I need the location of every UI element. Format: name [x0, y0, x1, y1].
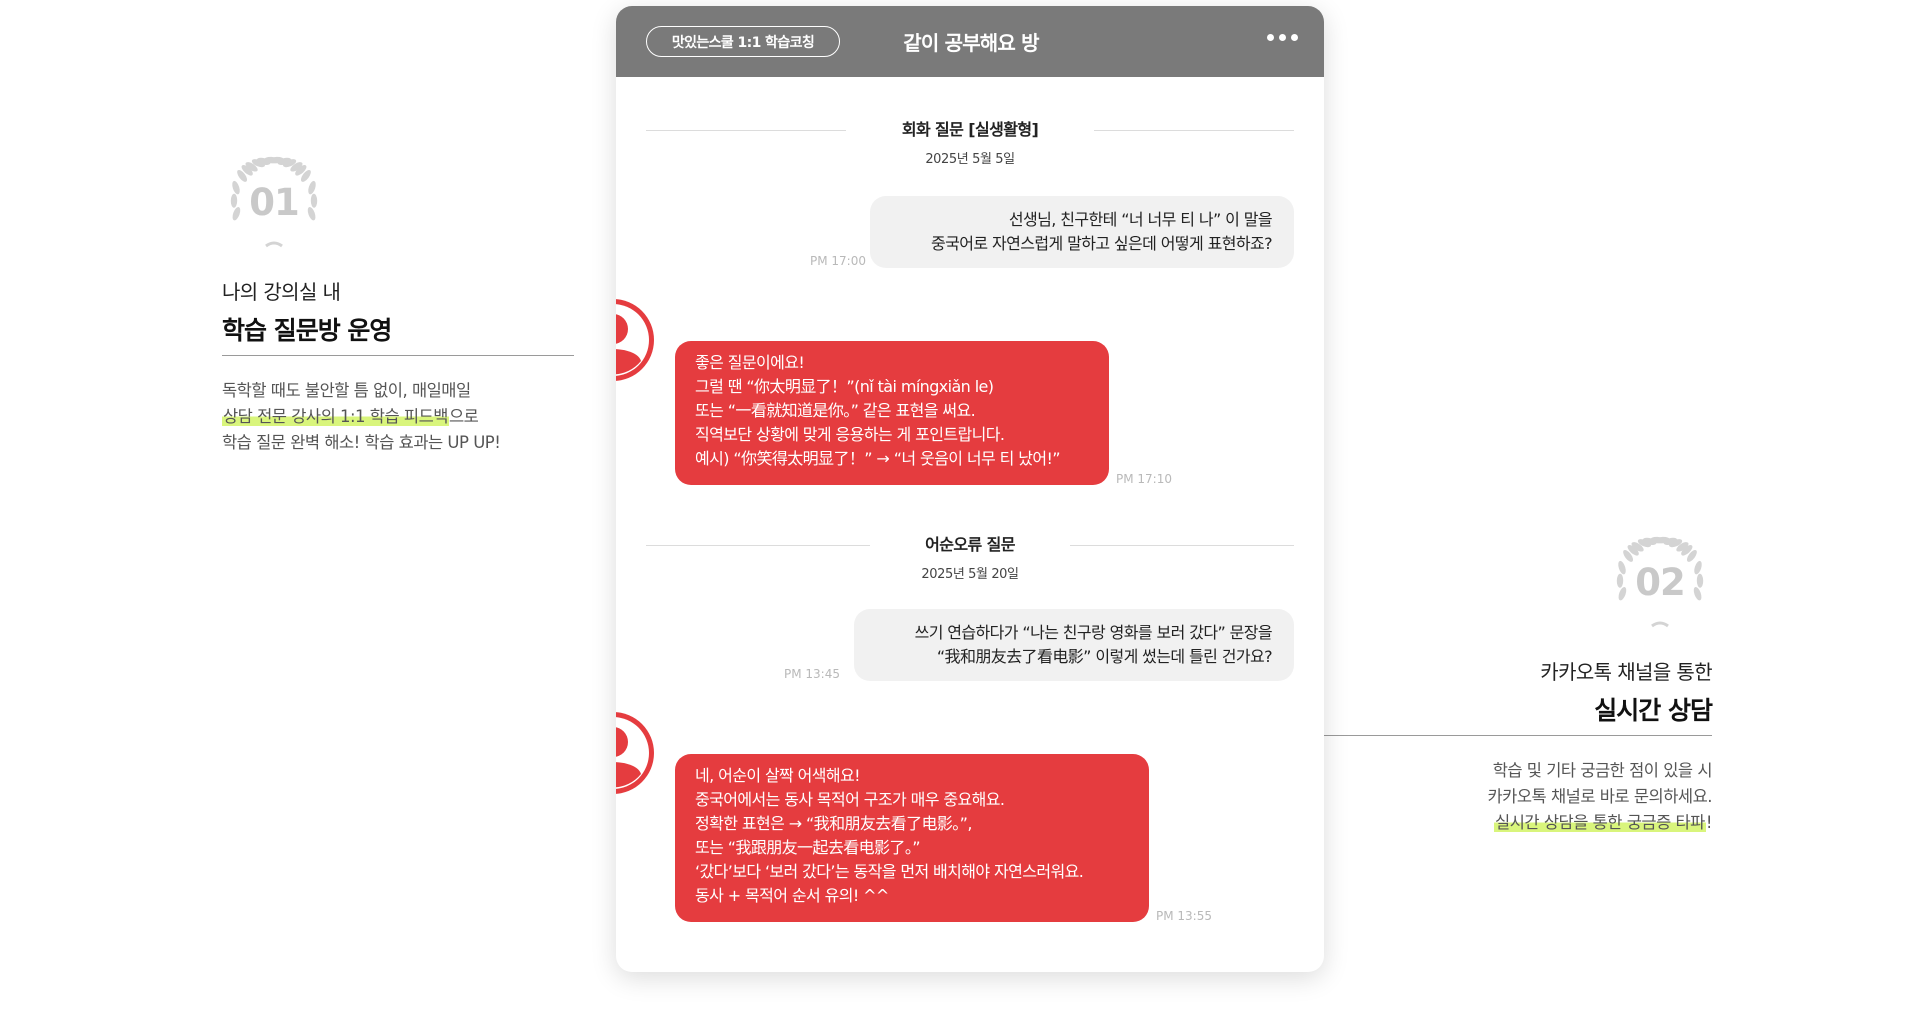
feature-02: 02 카카오톡 채널을 통한 실시간 상담 학습 및 기타 궁금한 점이 있을 … [1317, 530, 1713, 836]
message-time: PM 17:10 [1116, 472, 1172, 486]
message-line: 그럴 땐 “你太明显了！”(nǐ tài míngxiǎn le) [695, 377, 994, 396]
coach-message: 네, 어순이 살짝 어색해요! 중국어에서는 동사 목적어 구조가 매우 중요해… [675, 754, 1149, 922]
message-line: 선생님, 친구한테 “너 너무 티 나” 이 말을 [1008, 210, 1273, 229]
feature-title: 학습 질문방 운영 [222, 316, 392, 345]
desc-text: ! [1705, 813, 1713, 832]
feature-divider [222, 355, 574, 356]
laurel-wreath-icon: 01 [222, 150, 326, 254]
feature-subtitle: 나의 강의실 내 [222, 280, 341, 304]
message-line: 또는 “一看就知道是你。” 같은 표현을 써요. [695, 401, 976, 420]
room-title: 같이 공부해요 방 [903, 31, 1039, 55]
message-line: 정확한 표현은 → “我和朋友去看了电影。”, [695, 814, 972, 833]
section-title: 어순오류 질문 [925, 535, 1015, 554]
desc-highlight: 실시간 상담을 통한 궁금증 타파 [1494, 813, 1706, 832]
laurel-wreath-icon: 02 [1608, 530, 1712, 634]
message-line: 직역보단 상황에 맞게 응용하는 게 포인트랍니다. [695, 425, 1005, 444]
message-line: 중국어로 자연스럽게 말하고 싶은데 어떻게 표현하죠? [931, 234, 1273, 253]
section-title: 회화 질문 [실생활형] [901, 120, 1039, 139]
message-time: PM 17:00 [810, 254, 866, 268]
message-line: 중국어에서는 동사 목적어 구조가 매우 중요해요. [695, 790, 1005, 809]
coach-message: 좋은 질문이에요! 그럴 땐 “你太明显了！”(nǐ tài míngxiǎn … [675, 341, 1109, 485]
message-line: 또는 “我跟朋友一起去看电影了。” [695, 838, 921, 857]
student-message: 선생님, 친구한테 “너 너무 티 나” 이 말을 중국어로 자연스럽게 말하고… [870, 196, 1294, 268]
message-line: 동사 + 목적어 순서 유의! ^^ [695, 886, 889, 905]
section-date: 2025년 5월 20일 [921, 567, 1019, 582]
feature-01: 01 나의 강의실 내 학습 질문방 운영 독학할 때도 불안할 틈 없이, 매… [222, 150, 574, 456]
feature-title: 실시간 상담 [1594, 696, 1713, 725]
chat-section-header: 어순오류 질문 2025년 5월 20일 [616, 533, 1324, 582]
message-time: PM 13:55 [1156, 909, 1212, 923]
desc-line: 상담 전문 강사의 1:1 학습 피드백으로 [222, 404, 572, 430]
desc-line: 독학할 때도 불안할 틈 없이, 매일매일 [222, 381, 471, 400]
chat-header: 맛있는스쿨 1:1 학습코칭 같이 공부해요 방 [616, 6, 1324, 77]
message-line: 쓰기 연습하다가 “나는 친구랑 영화를 보러 갔다” 문장을 [914, 623, 1273, 642]
message-time: PM 13:45 [784, 667, 840, 681]
feature-divider [1317, 735, 1712, 736]
user-avatar-icon [616, 299, 654, 381]
feature-description: 학습 및 기타 궁금한 점이 있을 시 카카오톡 채널로 바로 문의하세요. 실… [1322, 758, 1713, 836]
desc-line: 카카오톡 채널로 바로 문의하세요. [1487, 787, 1713, 806]
message-line: 네, 어순이 살짝 어색해요! [695, 766, 861, 785]
desc-line: 학습 및 기타 궁금한 점이 있을 시 [1492, 761, 1713, 780]
message-line: 예시) “你笑得太明显了！” → “너 웃음이 너무 티 났어!” [695, 449, 1061, 468]
section-date: 2025년 5월 5일 [925, 152, 1015, 167]
user-avatar-icon [616, 712, 654, 794]
chat-window: 맛있는스쿨 1:1 학습코칭 같이 공부해요 방 회화 질문 [실생활형] 20… [616, 6, 1324, 972]
chat-section-header: 회화 질문 [실생활형] 2025년 5월 5일 [616, 118, 1324, 167]
feature-subtitle: 카카오톡 채널을 통한 [1540, 660, 1712, 684]
desc-highlight: 상담 전문 강사의 1:1 학습 피드백 [222, 407, 449, 426]
coach-label-button[interactable]: 맛있는스쿨 1:1 학습코칭 [646, 26, 840, 57]
student-message: 쓰기 연습하다가 “나는 친구랑 영화를 보러 갔다” 문장을 “我和朋友去了看… [854, 609, 1294, 681]
feature-description: 독학할 때도 불안할 틈 없이, 매일매일 상담 전문 강사의 1:1 학습 피… [222, 378, 572, 456]
more-dots-icon[interactable] [1267, 34, 1298, 41]
desc-text: 으로 [448, 407, 479, 426]
desc-line: 학습 질문 완벽 해소! 학습 효과는 UP UP! [222, 433, 501, 452]
desc-line: 실시간 상담을 통한 궁금증 타파! [1322, 810, 1713, 836]
message-line: “我和朋友去了看电影” 이렇게 썼는데 틀린 건가요? [936, 647, 1273, 666]
feature-number: 01 [249, 180, 300, 224]
message-line: ‘갔다’보다 ‘보러 갔다’는 동작을 먼저 배치해야 자연스러워요. [695, 862, 1084, 881]
message-line: 좋은 질문이에요! [695, 353, 805, 372]
feature-number: 02 [1635, 560, 1686, 604]
